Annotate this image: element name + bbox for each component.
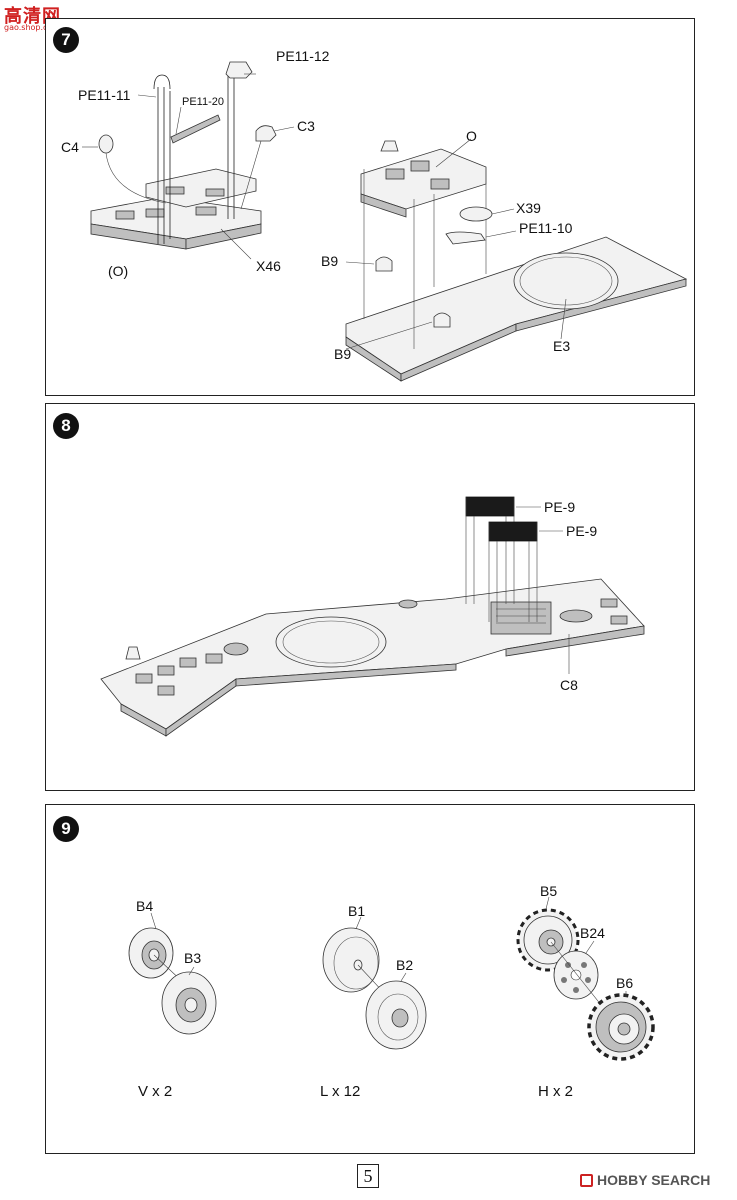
- step-8-badge: 8: [53, 413, 79, 439]
- label-pe11-20: PE11-20: [182, 96, 224, 108]
- label-b2: B2: [396, 957, 413, 973]
- qty-v-wheels: V x 2: [138, 1083, 172, 1100]
- label-b9-bottom: B9: [334, 346, 351, 362]
- label-b1: B1: [348, 903, 365, 919]
- label-b5: B5: [540, 883, 557, 899]
- label-b24: B24: [580, 925, 605, 941]
- label-pe11-12: PE11-12: [276, 48, 330, 64]
- label-e3: E3: [553, 338, 570, 354]
- wheel-set-v-drawing: [128, 912, 217, 1035]
- label-pe9-a: PE-9: [544, 499, 575, 515]
- label-o-subassembly: (O): [108, 263, 128, 279]
- wheel-set-l-drawing: [322, 916, 427, 1050]
- label-c3: C3: [297, 118, 315, 134]
- qty-l-wheels: L x 12: [320, 1083, 360, 1100]
- label-pe11-11: PE11-11: [78, 87, 131, 103]
- hobby-search-logo-icon: [580, 1173, 593, 1187]
- label-b9-top: B9: [321, 253, 338, 269]
- label-o: O: [466, 128, 477, 144]
- label-c8: C8: [560, 677, 578, 693]
- hull-assembly-drawing: [100, 496, 645, 737]
- qty-h-sprockets: H x 2: [538, 1083, 573, 1100]
- step-7-panel: 7: [45, 18, 695, 396]
- step-7-diagram: PE11-11 PE11-20 PE11-12 C4 C3 X46 (O): [61, 48, 688, 382]
- label-c4: C4: [61, 139, 79, 155]
- label-b6: B6: [616, 975, 633, 991]
- step-9-panel: 9 B4 B3 V x 2 B1 B2: [45, 804, 695, 1154]
- step-8-panel: 8: [45, 403, 695, 791]
- label-pe11-10: PE11-10: [519, 220, 573, 236]
- hull-floor-drawing: [345, 138, 688, 382]
- step-7-badge: 7: [53, 27, 79, 53]
- label-x39: X39: [516, 200, 541, 216]
- sprocket-set-h-drawing: [516, 896, 655, 1061]
- label-b3: B3: [184, 950, 201, 966]
- footer-watermark: HOBBY SEARCH: [580, 1172, 710, 1188]
- label-b4: B4: [136, 898, 153, 914]
- step-9-diagram: B4 B3 V x 2 B1 B2 L x 12: [128, 883, 655, 1100]
- site-logo-subtext: gao.shop.com: [4, 23, 61, 32]
- subassembly-o-drawing: [82, 61, 295, 260]
- step-9-badge: 9: [53, 816, 79, 842]
- label-x46: X46: [256, 258, 281, 274]
- footer-watermark-text: HOBBY SEARCH: [597, 1172, 711, 1188]
- label-pe9-b: PE-9: [566, 523, 597, 539]
- step-8-diagram: PE-9 PE-9 C8: [100, 496, 645, 737]
- page-number: 5: [357, 1164, 379, 1188]
